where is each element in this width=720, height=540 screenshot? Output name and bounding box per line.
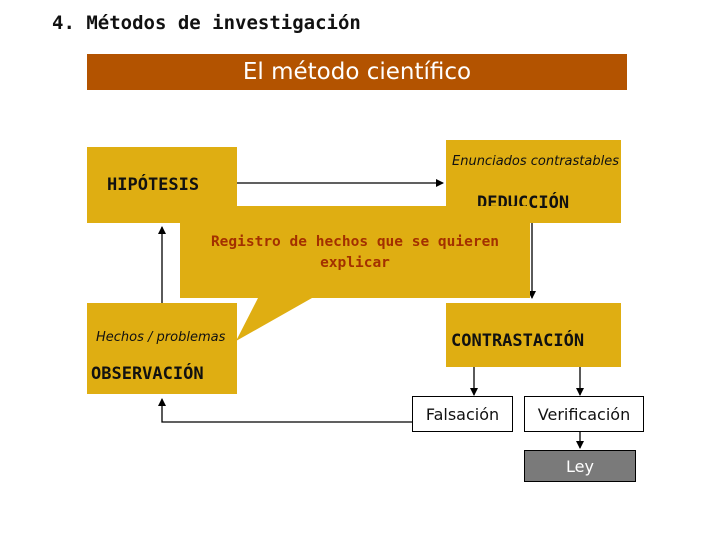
callout-text: Registro de hechos que se quieren explic…: [180, 232, 530, 274]
callout-line-1: Registro de hechos que se quieren: [210, 234, 500, 250]
observacion-box: [87, 303, 237, 394]
hipotesis-label: HIPÓTESIS: [107, 175, 200, 195]
verificacion-box: Verificación: [524, 396, 644, 432]
banner-title: El método científico: [87, 54, 627, 90]
observacion-label: OBSERVACIÓN: [91, 364, 204, 384]
contrastacion-label: CONTRASTACIÓN: [451, 331, 585, 351]
falsacion-box: Falsación: [412, 396, 513, 432]
callout-line-2: explicar: [320, 255, 390, 271]
contrastacion-box: [446, 303, 621, 367]
enunciados-label: Enunciados contrastables: [452, 154, 619, 169]
hechos-label: Hechos / problemas: [96, 330, 226, 345]
ley-box: Ley: [524, 450, 636, 482]
slide-title: 4. Métodos de investigación: [52, 12, 361, 34]
